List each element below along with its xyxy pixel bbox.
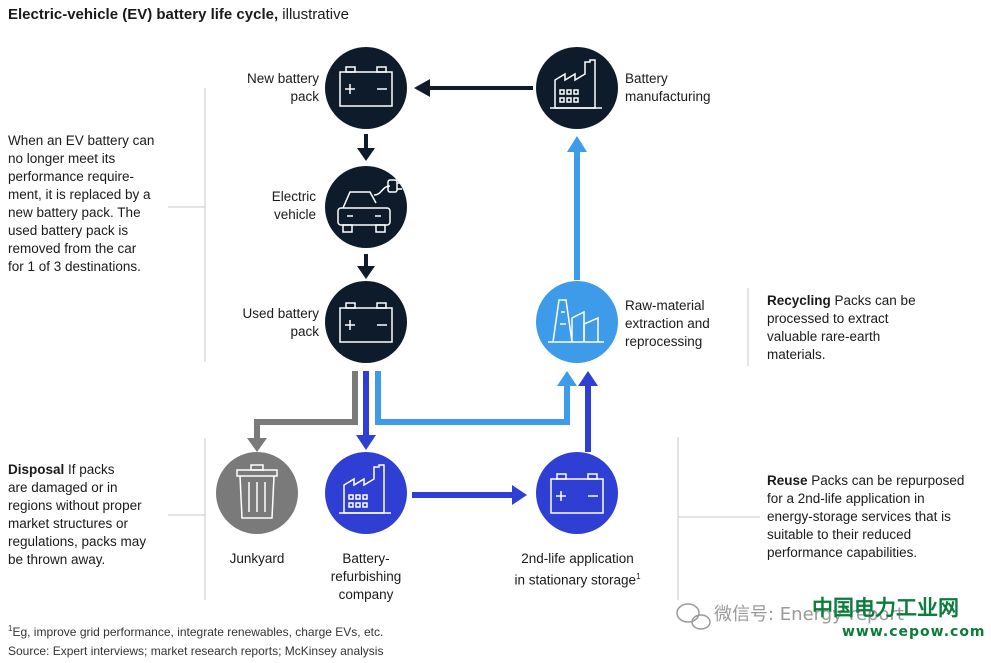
mine-factory-icon <box>548 299 604 343</box>
arrow-ev-to-used-pack <box>357 254 375 279</box>
watermark-brand: 中国电力工业网 <box>812 596 959 620</box>
junkyard-node <box>216 452 298 534</box>
battery-manufacturing-node <box>536 47 618 129</box>
bracket-lines <box>168 88 760 600</box>
arrow-used-to-refurb <box>356 371 376 450</box>
title-bold: Electric-vehicle (EV) battery life cycle… <box>8 6 279 23</box>
watermark-wechat-id: 微信号: Energy-report <box>714 604 904 625</box>
title-rest: illustrative <box>278 6 349 23</box>
reuse-note: Reuse Packs can be repurposed for a 2nd-… <box>767 473 965 560</box>
raw-material-node <box>536 281 618 363</box>
trash-can-icon <box>236 464 278 519</box>
wechat-icon <box>676 603 711 630</box>
arrow-refurb-to-storage <box>412 485 527 505</box>
battery-icon <box>339 66 393 107</box>
page-title: Electric-vehicle (EV) battery life cycle… <box>8 6 349 23</box>
arrow-new-pack-to-ev <box>357 134 375 161</box>
used-battery-pack-node <box>325 281 407 363</box>
intro-note: When an EV battery can no longer meet it… <box>8 133 155 274</box>
electric-vehicle-node <box>325 166 407 248</box>
car-plug-icon <box>337 179 402 233</box>
battery-icon <box>339 302 393 343</box>
arrow-used-to-junkyard <box>247 371 358 452</box>
arrow-used-to-raw <box>375 371 577 425</box>
arrow-manufacturing-to-new-pack <box>414 79 533 97</box>
arrow-storage-to-raw <box>578 371 598 452</box>
watermark-url: www.cepow.com <box>842 624 986 640</box>
battery-icon <box>550 473 604 514</box>
source-note: Source: Expert interviews; market resear… <box>8 644 384 658</box>
battery-refurbishing-node <box>325 452 407 534</box>
arrow-raw-to-manufacturing <box>567 136 587 280</box>
disposal-note: Disposal If packs are damaged or in regi… <box>8 462 147 567</box>
new-battery-pack-node <box>325 47 407 129</box>
recycling-note: Recycling Packs can be processed to extr… <box>767 293 916 362</box>
factory-icon <box>339 464 391 514</box>
factory-icon <box>550 59 602 109</box>
junkyard-label: Junkyard <box>229 551 285 566</box>
stationary-storage-node <box>536 452 618 534</box>
footnote: 1Eg, improve grid performance, integrate… <box>8 624 384 639</box>
